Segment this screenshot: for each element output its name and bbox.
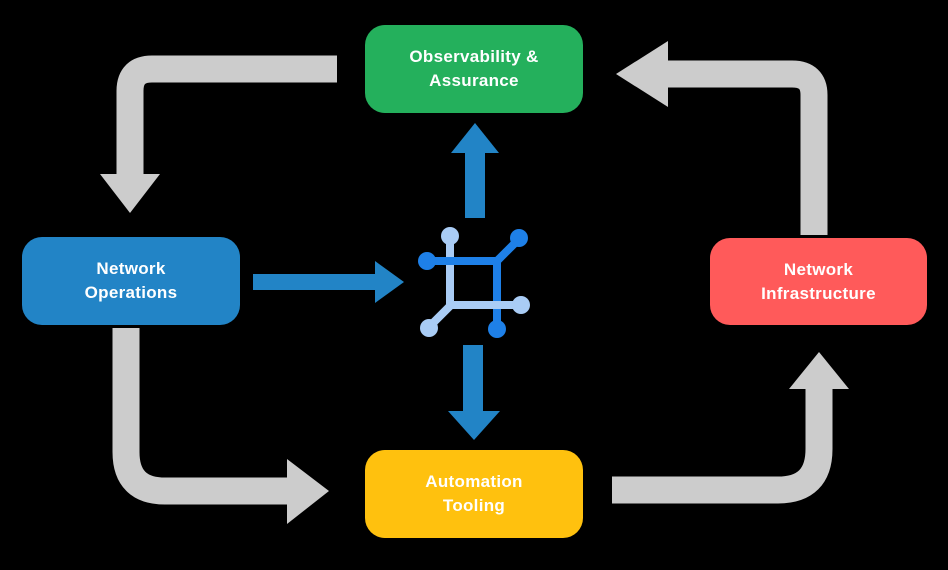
arrow-automation-to-infrastructure: [612, 352, 849, 504]
node-observability-label: Observability & Assurance: [409, 47, 539, 90]
node-observability-assurance: Observability & Assurance: [365, 25, 583, 113]
arrow-observability-to-operations: [100, 55, 337, 213]
node-network-infrastructure: Network Infrastructure: [710, 238, 927, 325]
arrow-center-to-observability: [451, 123, 499, 218]
arrow-infrastructure-to-observability: [616, 41, 828, 235]
arrow-center-to-automation: [448, 345, 500, 440]
node-infrastructure-label: Network Infrastructure: [761, 259, 876, 303]
network-fabric-icon: [418, 227, 530, 338]
node-operations-label: Network Operations: [84, 259, 178, 302]
node-automation-tooling: Automation Tooling: [365, 450, 583, 538]
node-automation-label: Automation Tooling: [425, 472, 523, 515]
arrow-operations-to-automation: [112, 328, 329, 524]
arrow-operations-to-center: [253, 261, 404, 303]
node-network-operations: Network Operations: [22, 237, 240, 325]
